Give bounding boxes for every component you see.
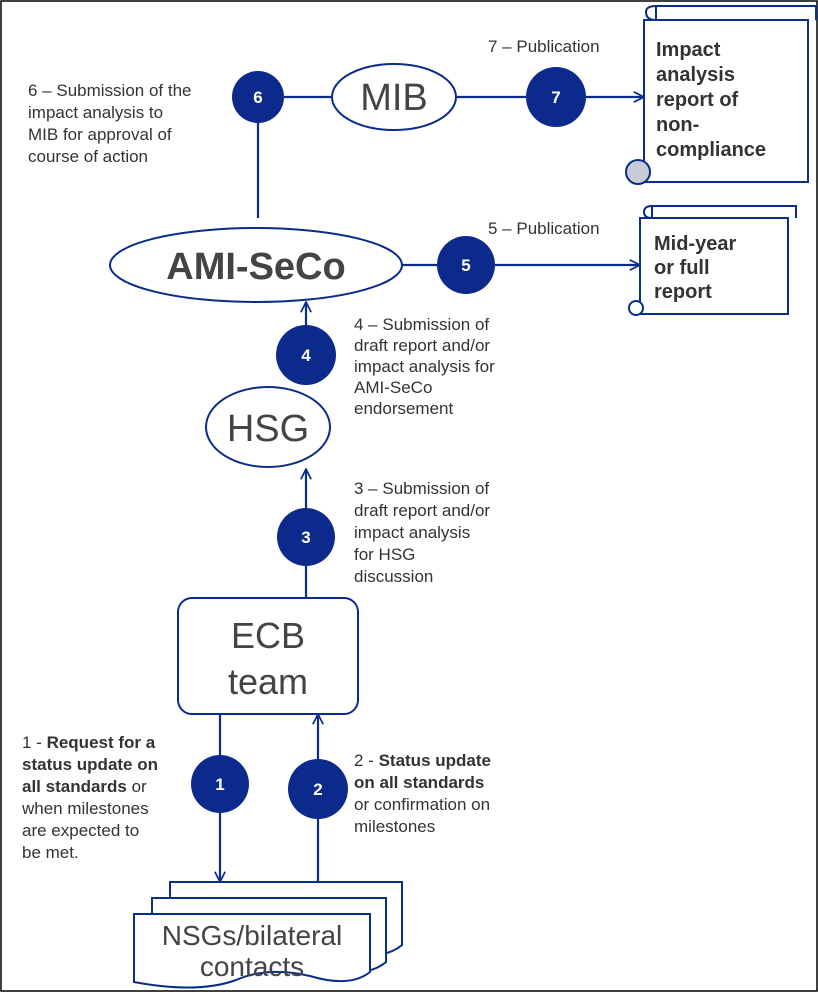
doc-stack-front [133,913,371,989]
step-badge-2: 2 [288,759,348,819]
step-3-label-segment: draft report and/or [354,501,490,520]
node-ami-seco-label: AMI-SeCo [166,246,345,288]
step-4-label-segment: endorsement [354,399,454,418]
node-hsg: HSG [205,386,331,468]
impact-report-line2: analysis [656,64,735,86]
step-6-label-segment: course of action [28,147,148,166]
impact-report-line3: report of [656,89,739,111]
scroll-body-2 [639,217,789,315]
step-6-label-segment: impact analysis to [28,103,163,122]
step-badge-7: 7 [526,67,586,127]
node-ecb-team-line1: ECB [231,615,305,656]
step-3-label: 3 – Submission of draft report and/or impa… [354,479,490,586]
step-3-label-segment: for HSG [354,545,415,564]
node-mib-label: MIB [360,77,428,119]
node-ecb-team-line2: team [228,661,308,702]
node-ecb-team: ECB team [177,597,359,715]
step-4-label-segment: AMI-SeCo [354,378,432,397]
scroll-body [643,19,809,183]
step-badge-6: 6 [232,71,284,123]
step-badge-1: 1 [191,755,249,813]
step-badge-5: 5 [437,236,495,294]
step-1-label-segment: are expected to [22,821,139,840]
step-4-label-segment: 4 – Submission of [354,315,489,334]
scroll-top-roll-2 [651,205,797,218]
impact-report-line5: compliance [656,139,766,161]
step-badge-6-number: 6 [253,88,262,107]
step-2-label-segment: milestones [354,817,435,836]
midyear-report-line2: or full [654,257,710,279]
document-impact-report: Impact analysis report of non- complianc… [625,5,817,185]
step-badge-1-number: 1 [215,775,224,794]
impact-report-line4: non- [656,114,699,136]
step-1-label-segment: status update on [22,755,158,774]
step-2-label-segment: 2 - [354,751,379,770]
step-2-label-segment: or confirmation on [354,795,490,814]
step-5-label-segment: 5 – Publication [488,219,600,238]
step-6-label: 6 – Submission of the impact analysis to M… [28,81,191,166]
step-3-label-segment: 3 – Submission of [354,479,489,498]
document-midyear-report: Mid-year or full report [628,205,797,316]
step-1-label-segment: be met. [22,843,79,862]
node-hsg-label: HSG [227,408,309,450]
step-7-label-segment: 7 – Publication [488,37,600,56]
step-1-label-segment: Request for a [47,733,156,752]
node-nsgs-documents: NSGs/bilateral contacts [133,881,403,989]
midyear-report-line3: report [654,281,712,303]
step-badge-3-number: 3 [301,528,310,547]
step-1-label: 1 - Request for a status update on all sta… [21,733,158,862]
step-1-label-segment: 1 - [22,733,47,752]
step-2-label-segment: Status update [379,751,491,770]
step-badge-3: 3 [277,508,335,566]
scroll-bottom-curl-2 [628,300,644,316]
step-1-label-segment: when milestones [21,799,149,818]
step-2-label-segment: on all standards [354,773,484,792]
step-4-label-segment: impact analysis for [354,357,495,376]
scroll-bottom-curl [625,159,651,185]
step-5-label: 5 – Publication [488,219,600,238]
step-4-label-segment: draft report and/or [354,336,490,355]
node-ami-seco: AMI-SeCo [109,227,403,303]
step-2-label: 2 - Status update on all standards or conf… [354,751,491,836]
step-badge-2-number: 2 [313,780,322,799]
step-4-label: 4 – Submission of draft report and/or impa… [354,315,495,418]
step-badge-5-number: 5 [461,256,470,275]
step-1-label-segment: or [127,777,147,796]
midyear-report-line1: Mid-year [654,233,736,255]
node-mib: MIB [331,63,457,131]
step-6-label-segment: 6 – Submission of the [28,81,191,100]
step-badge-4: 4 [276,325,336,385]
step-6-label-segment: MIB for approval of [28,125,172,144]
step-7-label: 7 – Publication [488,37,600,56]
step-badge-7-number: 7 [551,88,560,107]
step-1-label-segment: all standards [22,777,127,796]
step-3-label-segment: impact analysis [354,523,470,542]
node-nsgs-line1: NSGs/bilateral [162,920,343,951]
node-nsgs-line2: contacts [200,951,304,982]
step-badge-4-number: 4 [301,346,311,365]
impact-report-line1: Impact [656,39,721,61]
step-3-label-segment: discussion [354,567,433,586]
scroll-top-roll [655,5,817,20]
